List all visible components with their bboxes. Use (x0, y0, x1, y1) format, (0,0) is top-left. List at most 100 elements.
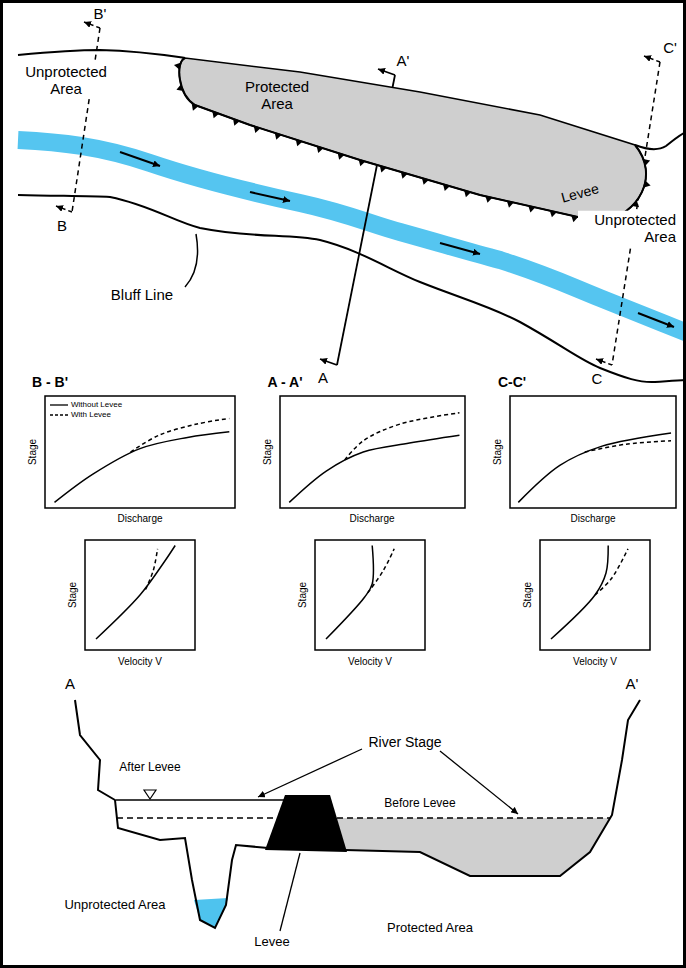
area-label: Unprotected Area (60, 898, 170, 913)
stage-label: After Levee (115, 761, 185, 775)
levee-label: Levee (254, 935, 289, 950)
legend-line-sample (50, 411, 68, 419)
curve-without-levee (289, 435, 459, 502)
legend-text: With Levee (71, 410, 111, 419)
region-outline (182, 50, 657, 230)
plot-frame (510, 396, 676, 508)
levee-line (179, 58, 646, 222)
levee-tick (464, 190, 471, 197)
bluff-line-top (635, 130, 686, 149)
axis-label: Velocity V (348, 656, 392, 668)
plot-title: B - B' (32, 374, 68, 390)
section-line (72, 28, 100, 212)
section-end-label: A (65, 675, 75, 692)
curve-with-levee (146, 549, 158, 590)
plot-frame (85, 540, 195, 650)
levee-tick (644, 181, 651, 188)
levee-tick (485, 196, 492, 203)
levee-tick (174, 63, 181, 70)
plot-frame (315, 540, 425, 650)
section-end-label: A' (397, 52, 410, 69)
leader-line (258, 749, 362, 797)
curve-without-levee (518, 433, 671, 502)
area-label: Unprotected Area (14, 63, 118, 98)
levee-tick (422, 178, 429, 185)
curve-with-levee (595, 549, 628, 595)
flow-arrow (440, 243, 480, 254)
flow-arrow (250, 192, 290, 201)
levee-tick (401, 172, 408, 179)
axis-label: Stage (522, 582, 534, 608)
protected-area: Protected AreaLevee (182, 50, 657, 230)
plot-frame (280, 396, 465, 508)
levee-tick (192, 104, 199, 111)
leader-line (185, 234, 198, 287)
axis-label: Discharge (117, 513, 162, 525)
levee-tick (176, 84, 183, 91)
levee-section (265, 795, 347, 852)
section-end-label: C (592, 370, 603, 387)
axis-label: Discharge (349, 513, 394, 525)
curve-without-levee (551, 546, 608, 640)
levee-tick (528, 206, 535, 213)
section-arrow (56, 206, 72, 212)
protected-water (336, 818, 610, 876)
axis-label: Velocity V (573, 656, 617, 668)
levee-tick (643, 159, 650, 166)
axis-label: Discharge (570, 513, 615, 525)
axis-label: Velocity V (118, 656, 162, 668)
levee-tick (338, 153, 345, 160)
section-end-label: B' (94, 5, 107, 22)
curve-with-levee (131, 418, 230, 452)
legend-line-sample (50, 401, 68, 409)
curve-without-levee (96, 546, 175, 640)
area-label: Protected Area (380, 921, 480, 936)
levee-tick (359, 160, 366, 167)
section-end-label: A (318, 369, 328, 386)
legend-line (50, 414, 68, 415)
section-arrow (644, 56, 660, 62)
curve-without-levee (55, 432, 230, 503)
legend-text: Without Levee (71, 400, 122, 409)
legend-item: With Levee (50, 410, 111, 419)
legend-line (50, 404, 68, 405)
section-arrow (596, 359, 612, 365)
section-end-label: B (57, 217, 67, 234)
axis-label: Stage (492, 439, 504, 465)
flow-arrow (638, 313, 674, 327)
axis-label: Stage (297, 582, 309, 608)
legend-item: Without Levee (50, 400, 122, 409)
plot-title: A - A' (268, 374, 303, 390)
levee-tick (275, 133, 282, 140)
levee-tick (212, 111, 219, 118)
feature-label: Bluff Line (111, 286, 173, 303)
stage-after-levee (116, 799, 284, 801)
flow-arrow (120, 152, 160, 166)
protected-area-fill (179, 58, 646, 222)
stage-before-levee (117, 817, 610, 819)
water-surface-symbol (144, 790, 156, 799)
leader-line (280, 853, 300, 931)
curve-with-levee (585, 441, 671, 452)
section-arrow (84, 22, 100, 28)
plot-frame (540, 540, 650, 650)
ground-profile (75, 700, 640, 928)
callout-label: River Stage (368, 734, 441, 750)
plot-group (45, 396, 676, 650)
area-label: Unprotected Area (578, 211, 678, 246)
levee-tick (317, 146, 324, 153)
section-end-label: C' (663, 39, 677, 56)
bluff-line-top (18, 50, 185, 58)
levee-tick (233, 119, 240, 126)
plot-frame (45, 396, 235, 508)
axis-label: Stage (67, 582, 79, 608)
levee-tick (443, 184, 450, 191)
curve-without-levee (326, 546, 373, 640)
section-end-label: A' (626, 675, 639, 692)
axis-label: Stage (27, 439, 39, 465)
levee-tick (380, 166, 387, 173)
stage-label: Before Levee (384, 797, 455, 811)
levee-tick (296, 140, 303, 147)
plot-title: C-C' (498, 374, 526, 390)
